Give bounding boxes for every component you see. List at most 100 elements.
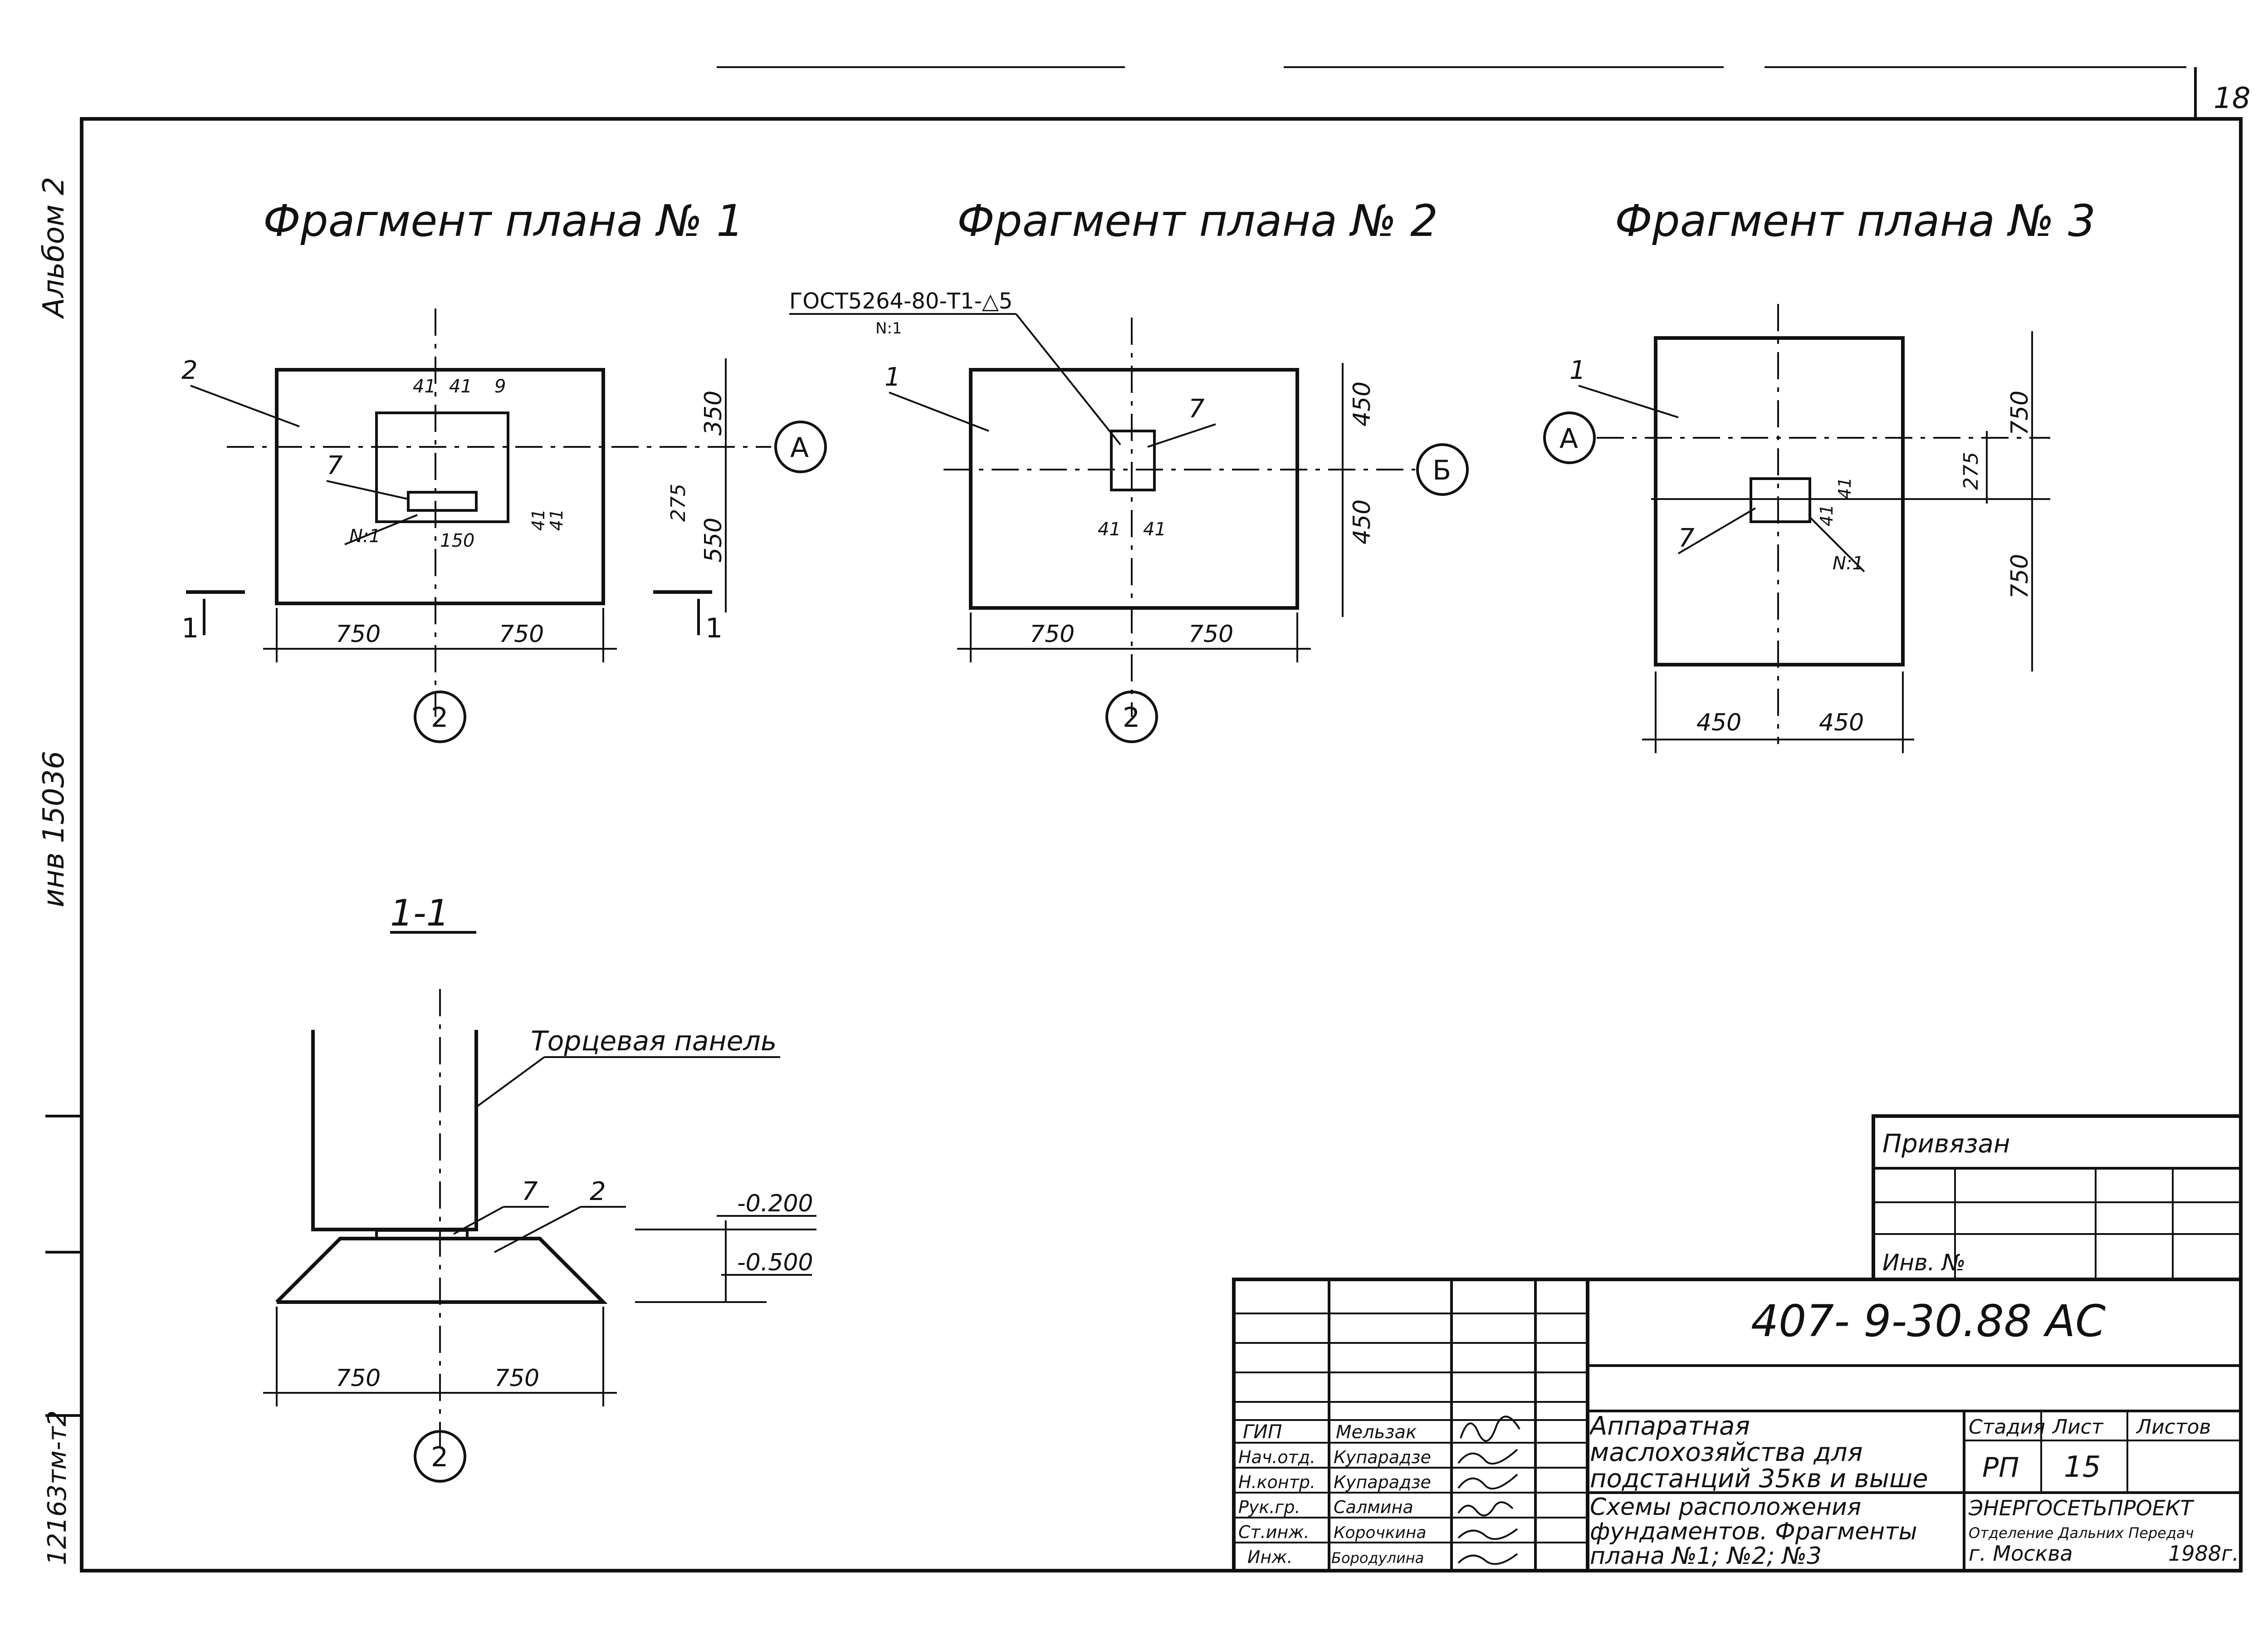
section-dim-w-left: 750 bbox=[336, 1365, 381, 1392]
fragment-1-axis-a-bubble bbox=[774, 421, 827, 473]
fragment-3-foundation bbox=[1654, 336, 1905, 666]
margin-code-label: 12163тм-т2 bbox=[43, 1411, 72, 1565]
fragment-2-dim-w-left: 750 bbox=[1030, 621, 1075, 648]
fragment-1-dim-41c: 41 bbox=[528, 509, 548, 531]
stamp-stage: РП bbox=[1982, 1452, 2019, 1484]
stamp-roles: ГИП Мельзак Нач.отд. Купарадзе Н.контр. … bbox=[1238, 1420, 1431, 1567]
fragment-1-dim-41d: 41 bbox=[547, 509, 567, 531]
stamp-inv-no: Инв. № bbox=[1882, 1249, 1965, 1276]
margin-inventory-label: инв 15036 bbox=[37, 751, 71, 907]
fragment-1-foundation bbox=[275, 368, 605, 605]
fragment-2-axis-2: 2 bbox=[1123, 702, 1140, 734]
fragment-2-dim-w-right: 750 bbox=[1188, 621, 1233, 648]
fragment-1-embedded-plate bbox=[407, 491, 478, 512]
fragment-1-title: Фрагмент плана № 1 bbox=[263, 196, 744, 246]
fragment-1-dim-h-bot: 550 bbox=[700, 518, 727, 563]
title-block: Привязан Инв. № 407- 9-30.88 АС Аппаратн… bbox=[1232, 1114, 2243, 1572]
fragment-3-pos-1: 1 bbox=[1569, 356, 1586, 385]
stamp-name: Купарадзе bbox=[1334, 1472, 1431, 1492]
section-pos-7: 7 bbox=[522, 1177, 538, 1206]
stamp-org-1: ЭНЕРГОСЕТЬПРОЕКТ bbox=[1968, 1496, 2195, 1520]
section-dim-w-right: 750 bbox=[494, 1365, 539, 1392]
fragment-2-embedded-plate bbox=[1110, 430, 1156, 491]
fragment-3-title: Фрагмент плана № 3 bbox=[1615, 196, 2096, 246]
section-foundation-outline bbox=[275, 1237, 608, 1304]
stamp-sheet: 15 bbox=[2064, 1450, 2101, 1484]
stamp-role: Ст.инж. bbox=[1238, 1522, 1310, 1542]
stamp-role: Инж. bbox=[1247, 1547, 1293, 1567]
section-1-1: 1-1 Торцевая панель 7 2 -0.200 -0.500 75… bbox=[263, 892, 816, 1483]
stamp-name: Купарадзе bbox=[1334, 1447, 1431, 1467]
stamp-name: Салмина bbox=[1334, 1497, 1413, 1517]
fragment-1-pos-2: 2 bbox=[181, 356, 198, 385]
stamp-sheet-label: Лист bbox=[2052, 1416, 2104, 1439]
section-plate bbox=[375, 1229, 469, 1240]
section-axis-2: 2 bbox=[431, 1441, 448, 1473]
fragment-1-dim-41b: 41 bbox=[449, 376, 472, 397]
fragment-2-gost-note: ГОСТ5264-80-Т1-△5 bbox=[789, 289, 1012, 314]
fragment-3-pos-7: 7 bbox=[1678, 524, 1695, 553]
fragment-3-dim-w-right: 450 bbox=[1819, 709, 1864, 736]
fragment-3-dim-w-left: 450 bbox=[1696, 709, 1741, 736]
stamp-code: 407- 9-30.88 АС bbox=[1751, 1296, 2106, 1347]
fragment-3-dim-41a: 41 bbox=[1817, 505, 1837, 526]
section-title: 1-1 bbox=[390, 892, 450, 934]
page-number: 18 bbox=[2214, 82, 2250, 115]
fragment-2-dim-h-top: 450 bbox=[1349, 382, 1376, 426]
stamp-signatures bbox=[1457, 1416, 1520, 1565]
stamp-year: 1988г. bbox=[2168, 1541, 2239, 1566]
section-axis-2-bubble bbox=[414, 1430, 466, 1483]
section-level-2: -0.500 bbox=[737, 1249, 813, 1276]
fragment-1-dim-41a: 41 bbox=[413, 376, 436, 397]
fragment-2-foundation bbox=[969, 368, 1299, 610]
fragment-1-section-mark-left: 1 bbox=[181, 612, 199, 644]
fragment-1-dim-w-left: 750 bbox=[336, 621, 381, 648]
fragment-2-axis-b-bubble bbox=[1416, 443, 1469, 496]
fragment-2-dim-h-bot: 450 bbox=[1349, 500, 1376, 544]
stamp-name: Мельзак bbox=[1336, 1422, 1417, 1443]
fragment-2-axis-2-bubble bbox=[1105, 691, 1158, 743]
fragment-3: Фрагмент плана № 3 450 450 750 750 275 4… bbox=[1543, 196, 2096, 753]
fragment-1-panel-cutout bbox=[375, 411, 509, 523]
fragment-3-weld-mark: N:1 bbox=[1833, 553, 1864, 574]
stamp-sheets-label: Листов bbox=[2136, 1416, 2211, 1439]
stamp-role: Н.контр. bbox=[1238, 1472, 1315, 1492]
stamp-org-2: Отделение Дальних Передач bbox=[1969, 1524, 2194, 1542]
stamp-name: Корочкина bbox=[1334, 1523, 1426, 1542]
section-pos-2: 2 bbox=[590, 1177, 606, 1206]
stamp-stage-label: Стадия bbox=[1969, 1416, 2045, 1439]
fragment-2-pos-1: 1 bbox=[885, 362, 901, 392]
fragment-2-dim-41b: 41 bbox=[1143, 519, 1166, 540]
section-panel-label: Торцевая панель bbox=[531, 1025, 777, 1057]
fragment-1-dim-h-inner: 275 bbox=[667, 484, 690, 522]
fragment-3-dim-h-bot: 750 bbox=[2006, 554, 2033, 599]
fragment-3-axis-a-bubble bbox=[1543, 411, 1596, 464]
stamp-sheet-title: Схемы расположения фундаментов. Фрагмент… bbox=[1590, 1495, 1917, 1570]
fragment-3-dim-h-top: 750 bbox=[2006, 391, 2033, 436]
fragment-1-dim-9: 9 bbox=[494, 376, 506, 397]
fragment-1-axis-a: А bbox=[790, 432, 809, 464]
stamp-role: ГИП bbox=[1243, 1420, 1282, 1443]
fragment-2-title: Фрагмент плана № 2 bbox=[957, 196, 1438, 246]
stamp-org-3: г. Москва bbox=[1969, 1541, 2073, 1566]
fragment-1-axis-2: 2 bbox=[431, 702, 448, 734]
stamp-role: Рук.гр. bbox=[1238, 1497, 1300, 1517]
stamp-role: Нач.отд. bbox=[1238, 1447, 1315, 1467]
fragment-3-dim-h-inner: 275 bbox=[1960, 452, 1983, 490]
section-level-1: -0.200 bbox=[737, 1190, 813, 1217]
fragment-3-dim-41b: 41 bbox=[1835, 477, 1855, 499]
stamp-privyazan: Привязан bbox=[1882, 1129, 2010, 1159]
fragment-2-axis-b: Б bbox=[1432, 455, 1451, 486]
sheet-frame bbox=[45, 66, 2243, 1572]
fragment-2-dim-41a: 41 bbox=[1098, 519, 1121, 540]
fragment-1-axis-2-bubble bbox=[414, 691, 466, 743]
fragment-1-section-mark-right: 1 bbox=[705, 612, 723, 644]
fragment-1-weld-mark: N:1 bbox=[349, 526, 381, 547]
fragment-2-pos-7: 7 bbox=[1188, 394, 1205, 424]
fragment-1-dim-150: 150 bbox=[440, 530, 474, 551]
margin-album-label: Альбом 2 bbox=[37, 177, 71, 319]
fragment-3-axis-a: А bbox=[1559, 423, 1578, 455]
stamp-name: Бородулина bbox=[1331, 1549, 1424, 1567]
fragment-1-pos-7: 7 bbox=[327, 451, 343, 480]
